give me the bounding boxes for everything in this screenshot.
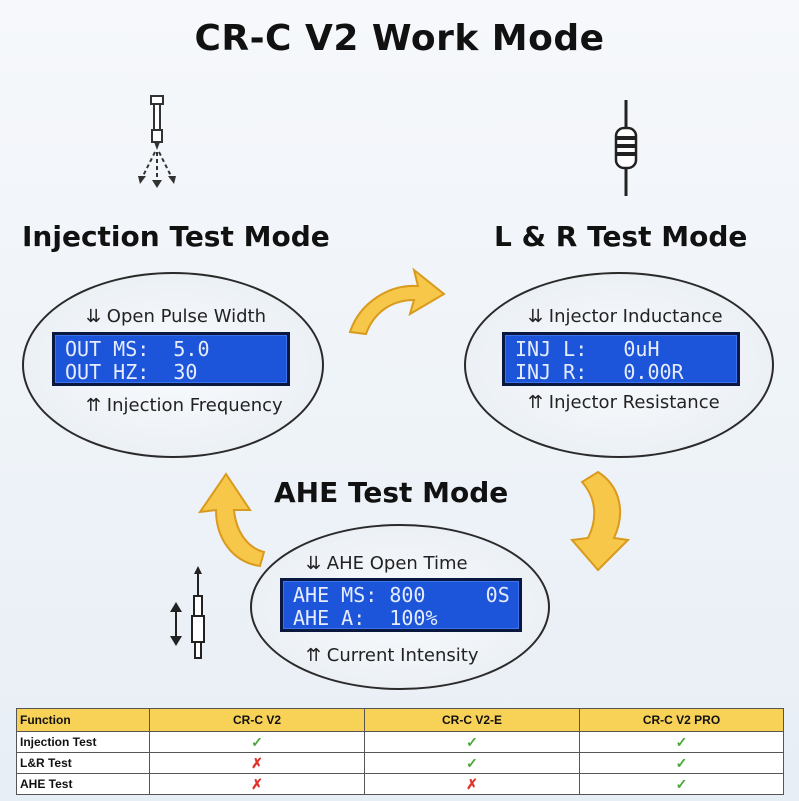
ahe-lcd-line1: AHE MS: 800 0S: [293, 583, 510, 607]
lr-mode-title: L & R Test Mode: [494, 220, 748, 253]
injection-mode-title: Injection Test Mode: [22, 220, 330, 253]
injection-bottom-caption: ⇈ Injection Frequency: [86, 395, 283, 416]
check-icon: ✓: [149, 731, 365, 753]
injection-top-caption: ⇊ Open Pulse Width: [86, 306, 267, 327]
ahe-bottom-caption: ⇈ Current Intensity: [306, 645, 479, 666]
table-header: CR-C V2-E: [364, 708, 580, 732]
check-icon: ✓: [579, 731, 784, 753]
ahe-mode-title: AHE Test Mode: [274, 476, 509, 509]
comparison-table: Function CR-C V2 CR-C V2-E CR-C V2 PRO I…: [16, 708, 784, 795]
lr-top-caption: ⇊ Injector Inductance: [528, 306, 723, 327]
table-header: CR-C V2 PRO: [579, 708, 784, 732]
table-header: Function: [16, 708, 150, 732]
injection-lcd-line2: OUT HZ: 30: [65, 360, 198, 384]
table-row: Injection Test ✓ ✓ ✓: [16, 731, 784, 753]
cross-icon: ✗: [149, 773, 365, 795]
cross-icon: ✗: [149, 752, 365, 774]
solenoid-probe-icon: [170, 566, 205, 659]
table-header: CR-C V2: [149, 708, 365, 732]
lr-lcd-line2: INJ R: 0.00R: [515, 360, 684, 384]
table-row: L&R Test ✗ ✓ ✓: [16, 752, 784, 774]
injection-lcd-line1: OUT MS: 5.0: [65, 337, 210, 361]
table-row-label: Injection Test: [16, 731, 150, 753]
table-row-label: L&R Test: [16, 752, 150, 774]
table-row: AHE Test ✗ ✗ ✓: [16, 773, 784, 795]
arrow-to-lr-icon: [348, 267, 446, 336]
lr-lcd-line1: INJ L: 0uH: [515, 337, 660, 361]
lr-bottom-caption: ⇈ Injector Resistance: [528, 392, 720, 413]
check-icon: ✓: [364, 731, 580, 753]
cross-icon: ✗: [364, 773, 580, 795]
check-icon: ✓: [364, 752, 580, 774]
resistor-icon: [614, 100, 638, 196]
injector-spray-icon: [138, 95, 176, 188]
table-header-row: Function CR-C V2 CR-C V2-E CR-C V2 PRO: [16, 708, 784, 732]
ahe-lcd-line2: AHE A: 100%: [293, 606, 438, 630]
ahe-top-caption: ⇊ AHE Open Time: [306, 553, 468, 574]
arrow-to-ahe-icon: [570, 470, 631, 572]
page-title: CR-C V2 Work Mode: [194, 18, 605, 59]
arrow-to-injection-icon: [197, 472, 266, 568]
check-icon: ✓: [579, 752, 784, 774]
check-icon: ✓: [579, 773, 784, 795]
table-row-label: AHE Test: [16, 773, 150, 795]
